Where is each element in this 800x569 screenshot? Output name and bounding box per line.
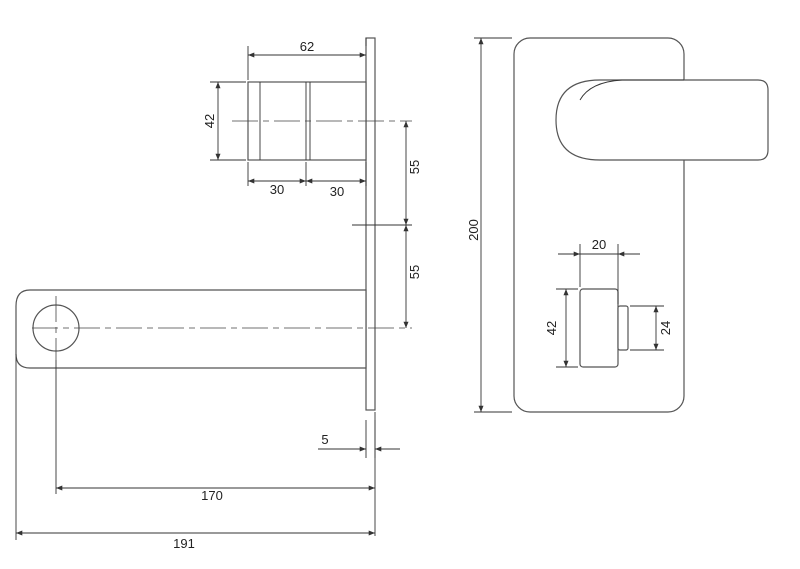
dim-42-side-label: 42	[202, 114, 217, 128]
side-view	[15, 37, 412, 411]
dim-55-upper-label: 55	[407, 160, 422, 174]
wall-plate	[365, 37, 376, 411]
dimension-191: 191	[15, 354, 375, 551]
dimension-20: 20	[558, 237, 640, 304]
dimension-42-front: 42	[544, 288, 578, 368]
dimension-24: 24	[630, 305, 673, 351]
dim-24-label: 24	[658, 321, 673, 335]
dim-191-label: 191	[173, 536, 195, 551]
front-view	[513, 37, 769, 413]
dim-170-label: 170	[201, 488, 223, 503]
dim-30-right-label: 30	[330, 184, 344, 199]
lever-detail	[579, 79, 684, 101]
dim-20-label: 20	[592, 237, 606, 252]
dim-30-left-label: 30	[270, 182, 284, 197]
dim-200-label: 200	[466, 219, 481, 241]
lever-handle	[555, 79, 769, 161]
dimension-5: 5	[318, 420, 400, 458]
dimension-170: 170	[55, 360, 376, 536]
diverter-body	[579, 288, 619, 368]
dimension-55-55: 55 55	[403, 121, 422, 328]
dim-42-front-label: 42	[544, 321, 559, 335]
dimension-62: 62	[247, 38, 367, 80]
diverter-knob	[617, 305, 629, 351]
dim-62-label: 62	[300, 39, 314, 54]
dimension-200: 200	[466, 37, 512, 413]
dim-55-lower-label: 55	[407, 265, 422, 279]
dim-5-label: 5	[321, 432, 328, 447]
dimension-30-30: 30 30	[247, 162, 367, 199]
dimension-42-side: 42	[202, 81, 246, 161]
